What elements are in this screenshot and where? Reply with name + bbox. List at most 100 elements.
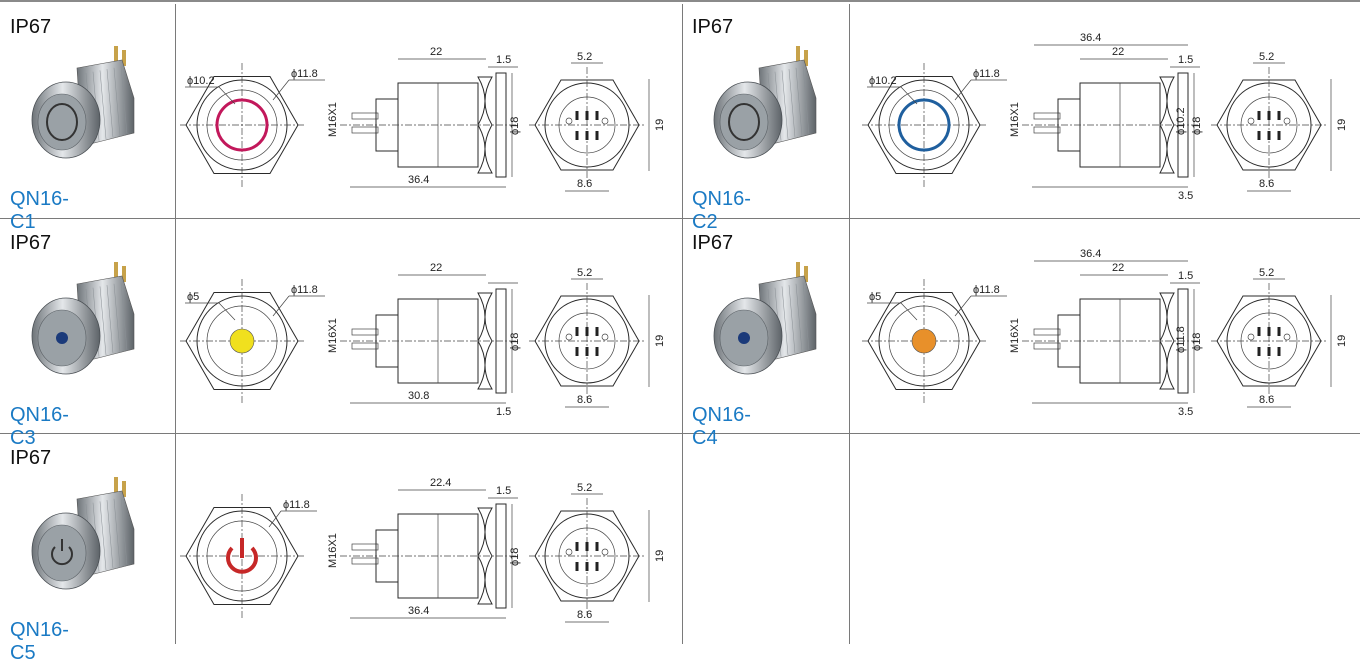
back-view: 5.2 19 8.6 — [529, 482, 666, 623]
terminal-pin — [595, 542, 599, 551]
dim-label: 1.5 — [496, 485, 511, 497]
terminal-pin — [585, 111, 589, 120]
dim-label: 1.5 — [496, 54, 511, 66]
dim-label: ϕ18 — [509, 548, 521, 566]
terminal-pin — [585, 542, 589, 551]
terminal-pin — [595, 562, 599, 571]
dim-label: ϕ11.8 — [973, 68, 1000, 80]
switch-photo — [31, 262, 135, 375]
terminal-pin — [1277, 347, 1281, 356]
terminal-pin — [1267, 111, 1271, 120]
dim-label: 8.6 — [577, 394, 592, 406]
terminal-pin — [575, 347, 579, 356]
dim-label: 5.2 — [1259, 267, 1274, 279]
terminal-pin — [585, 347, 589, 356]
dim-label: 30.8 — [408, 390, 429, 402]
dim-label: ϕ10.2 — [1175, 107, 1187, 135]
terminal-pin — [595, 111, 599, 120]
grid-line — [0, 218, 1360, 219]
power-symbol — [226, 546, 258, 574]
dim-label: 8.6 — [577, 609, 592, 621]
led-ring — [215, 98, 269, 152]
terminal-pin — [575, 327, 579, 336]
dim-label: 1.5 — [1178, 270, 1193, 282]
dim-label: M16X1 — [1009, 102, 1021, 137]
front-view: ϕ10.2 ϕ11.8 — [862, 63, 1007, 187]
switch-photo — [31, 477, 135, 590]
dim-label: 22 — [430, 262, 442, 274]
dim-label: ϕ11.8 — [1175, 326, 1187, 353]
dim-label: 36.4 — [408, 174, 429, 186]
dim-label: 5.2 — [577, 482, 592, 494]
dim-label: ϕ18 — [1191, 333, 1203, 351]
model-label: QN16-C1 — [10, 188, 69, 233]
dim-label: ϕ11.8 — [283, 499, 310, 511]
model-label: QN16-C5 — [10, 619, 69, 664]
terminal-pin — [585, 562, 589, 571]
dim-label: 36.4 — [1080, 248, 1101, 260]
terminal-pin — [1267, 131, 1271, 140]
led-ring — [897, 98, 951, 152]
dim-label: ϕ5 — [869, 291, 881, 303]
dim-label: 5.2 — [577, 51, 592, 63]
dim-label: M16X1 — [327, 318, 339, 353]
model-label: QN16-C3 — [10, 404, 69, 449]
dim-label: ϕ10.2 — [869, 75, 897, 87]
terminal-pin — [1277, 131, 1281, 140]
dim-label: ϕ11.8 — [973, 284, 1000, 296]
terminal-pin — [1267, 347, 1271, 356]
terminal-pin — [1267, 327, 1271, 336]
rating-label: IP67 — [10, 447, 52, 469]
dim-label: M16X1 — [327, 102, 339, 137]
dim-label: 19 — [1336, 335, 1348, 347]
terminal-pin — [1277, 111, 1281, 120]
switch-photo — [713, 262, 817, 375]
dim-label: ϕ10.2 — [187, 75, 215, 87]
terminal-pin — [1257, 131, 1261, 140]
rating-label: IP67 — [692, 16, 734, 38]
dim-label: 22 — [430, 46, 442, 58]
rating-label: IP67 — [10, 232, 52, 254]
terminal-pin — [585, 327, 589, 336]
dim-label: 1.5 — [1178, 54, 1193, 66]
dim-label: 22 — [1112, 46, 1124, 58]
terminal-pin — [1277, 327, 1281, 336]
dim-label: ϕ11.8 — [291, 284, 318, 296]
dim-label: M16X1 — [1009, 318, 1021, 353]
terminal-pin — [575, 542, 579, 551]
dim-label: 36.4 — [408, 605, 429, 617]
dim-label: ϕ18 — [509, 333, 521, 351]
dim-label: 3.5 — [1178, 406, 1193, 418]
dim-label: ϕ18 — [509, 117, 521, 135]
terminal-pin — [595, 131, 599, 140]
dim-label: 19 — [654, 550, 666, 562]
dim-label: 19 — [654, 119, 666, 131]
front-view: ϕ11.8 — [180, 494, 317, 618]
grid-line — [682, 4, 683, 644]
switch-photo — [31, 46, 135, 159]
terminal-pin — [575, 131, 579, 140]
terminal-pin — [585, 131, 589, 140]
front-view: ϕ5 ϕ11.8 — [862, 279, 1007, 403]
rating-label: IP67 — [692, 232, 734, 254]
terminal-pin — [595, 347, 599, 356]
dim-label: ϕ11.8 — [291, 68, 318, 80]
terminal-pin — [595, 327, 599, 336]
switch-photo — [713, 46, 817, 159]
dim-label: M16X1 — [327, 533, 339, 568]
model-label: QN16-C4 — [692, 404, 751, 449]
grid-line — [849, 4, 850, 644]
